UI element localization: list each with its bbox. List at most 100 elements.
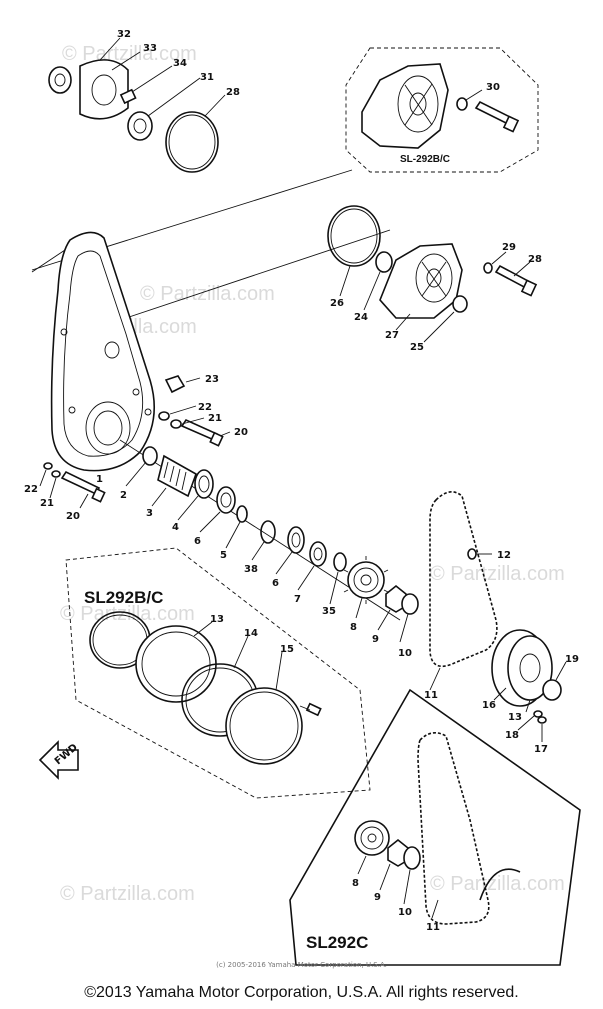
variant-label-bottom: SL292C <box>306 933 368 952</box>
callout-9: 9 <box>372 634 379 645</box>
watermark: © Partzilla.com <box>60 883 195 905</box>
callout-11: 11 <box>424 690 438 701</box>
callout-6: 6 <box>194 536 201 547</box>
seal-24 <box>375 251 393 273</box>
watermark: © Partzilla.com <box>430 873 565 895</box>
callout-34: 34 <box>173 58 187 69</box>
circlip-38 <box>260 520 276 544</box>
callout-9-sl292c: 9 <box>374 892 381 903</box>
seal-25 <box>452 295 468 313</box>
bolt-20 <box>209 431 224 447</box>
spacer-6b <box>287 526 305 554</box>
callout-10: 10 <box>398 648 412 659</box>
washer-22 <box>158 411 170 421</box>
callout-20-left: 20 <box>66 511 80 522</box>
direction-arrow: FWD <box>38 740 80 780</box>
washer-21 <box>170 419 182 429</box>
shaft-stack <box>119 439 419 643</box>
callout-2: 2 <box>120 490 127 501</box>
watermark: © Partzilla.com <box>60 603 195 625</box>
sprocket-8 <box>347 561 385 599</box>
nut-10-sl292c <box>403 846 421 870</box>
callout-1: 1 <box>96 474 103 485</box>
bearing-housing-33 <box>79 59 129 120</box>
callout-23: 23 <box>205 374 219 385</box>
oil-seal-32 <box>48 66 72 94</box>
case-half-group <box>327 205 538 343</box>
watermark: © Partzilla.com <box>62 43 197 65</box>
callout-26: 26 <box>330 298 344 309</box>
sl292c-box: SL292C <box>289 688 581 966</box>
callout-3: 3 <box>146 508 153 519</box>
callout-28: 28 <box>226 87 240 98</box>
plug-23 <box>164 375 186 394</box>
master-link-12 <box>467 548 477 560</box>
watermark: © Partzilla.com <box>140 283 275 305</box>
top-bearing-group <box>48 37 226 173</box>
callout-31: 31 <box>200 72 214 83</box>
callout-11-sl292c: 11 <box>426 922 440 933</box>
circlip-35 <box>333 552 347 572</box>
callout-13: 13 <box>508 712 522 723</box>
projection-line <box>119 229 391 321</box>
callout-22-left: 22 <box>24 484 38 495</box>
callout-8-sl292c: 8 <box>352 878 359 889</box>
callout-35: 35 <box>322 606 336 617</box>
cover-fasteners <box>39 375 231 509</box>
drive-chain-group <box>429 491 567 742</box>
cap-19 <box>542 679 562 701</box>
callout-7: 7 <box>294 594 301 605</box>
callout-16: 16 <box>482 700 496 711</box>
callout-32: 32 <box>117 29 131 40</box>
seal-2 <box>142 446 158 466</box>
callout-8: 8 <box>350 622 357 633</box>
variant-label-top: SL-292B/C <box>400 154 450 165</box>
callout-21-left: 21 <box>40 498 54 509</box>
callout-27: 27 <box>385 330 399 341</box>
copyright-notice: ©2013 Yamaha Motor Corporation, U.S.A. A… <box>84 984 519 1001</box>
cover-15 <box>225 687 303 765</box>
callout-13-kit: 13 <box>210 614 224 625</box>
nut-10 <box>401 593 419 615</box>
sl292bc-case-box: SL-292B/C <box>345 47 539 173</box>
callout-4: 4 <box>172 522 179 533</box>
chain-11-sl292c <box>417 732 490 925</box>
callout-19: 19 <box>565 654 579 665</box>
washer-29 <box>483 262 493 274</box>
spline-sleeve-3 <box>157 454 197 498</box>
callout-15: 15 <box>280 644 294 655</box>
sl292bc-cover-kit-box: SL292B/C <box>65 547 371 799</box>
callout-29: 29 <box>502 242 516 253</box>
callout-18: 18 <box>505 730 519 741</box>
chain-case-cover-1 <box>50 231 156 472</box>
drive-chain-11 <box>429 491 498 668</box>
nut-17 <box>537 716 547 724</box>
callout-22: 22 <box>198 402 212 413</box>
callout-30: 30 <box>486 82 500 93</box>
collar-7 <box>309 541 327 567</box>
o-ring-28 <box>165 111 219 173</box>
callout-5: 5 <box>220 550 227 561</box>
case-half-27 <box>379 243 463 319</box>
callout-10-sl292c: 10 <box>398 907 412 918</box>
washer-18 <box>533 710 543 718</box>
callout-33: 33 <box>143 43 157 54</box>
callout-25: 25 <box>410 342 424 353</box>
callout-17: 17 <box>534 744 548 755</box>
spacer-6 <box>216 486 236 514</box>
callout-28-right: 28 <box>528 254 542 265</box>
callout-24: 24 <box>354 312 368 323</box>
key-34 <box>119 88 137 105</box>
bearing-4 <box>194 469 214 499</box>
sprocket-8-sl292c <box>354 820 390 856</box>
variant-label-dashed: SL292B/C <box>84 588 163 607</box>
callout-20: 20 <box>234 427 248 438</box>
watermark: © Partzilla.com <box>430 563 565 585</box>
callout-38: 38 <box>244 564 258 575</box>
bearing-31 <box>127 111 153 141</box>
small-credit-line: (c) 2005-2016 Yamaha Motor Corporation, … <box>216 961 387 969</box>
o-ring-26 <box>327 205 381 267</box>
callout-21: 21 <box>208 413 222 424</box>
callout-14: 14 <box>244 628 258 639</box>
